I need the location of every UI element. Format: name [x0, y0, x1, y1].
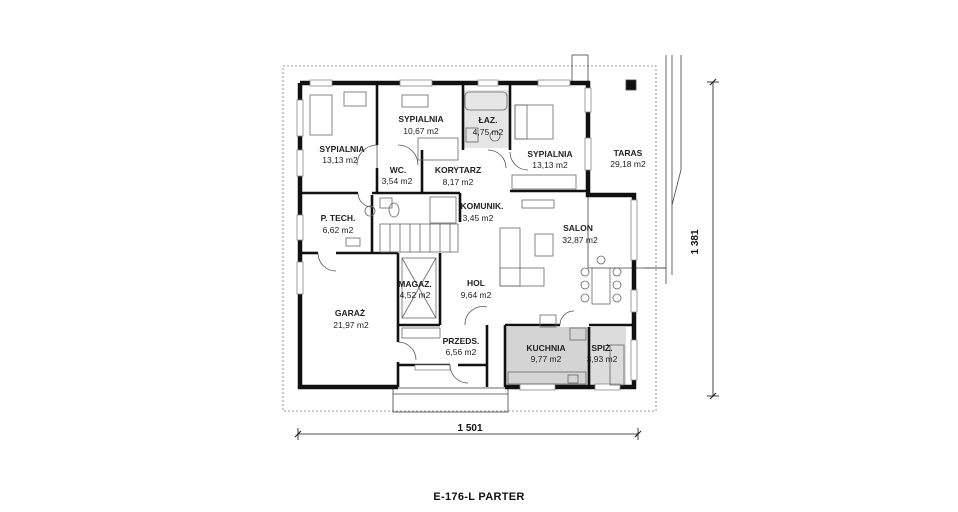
room-area-sypialnia-3: 13,13 m2 [532, 160, 568, 170]
dimension-width: 1 501 [294, 423, 642, 440]
room-name-komunikacja: KOMUNIK. [461, 201, 504, 211]
room-name-taras: TARAS [614, 148, 643, 158]
room-name-korytarz: KORYTARZ [435, 165, 481, 175]
room-name-p-tech: P. TECH. [321, 213, 356, 223]
wc-floor [378, 145, 422, 191]
room-labels: SYPIALNIA 13,13 m2 SYPIALNIA 10,67 m2 ŁA… [319, 114, 646, 364]
room-name-hol: HOL [467, 278, 485, 288]
room-name-przedsionek: PRZEDS. [443, 336, 480, 346]
plan-caption: E-176-L PARTER [433, 491, 525, 503]
dimension-depth: 1 381 [690, 78, 719, 400]
doors [317, 144, 575, 384]
room-name-sypialnia-1: SYPIALNIA [319, 144, 364, 154]
room-area-sypialnia-2: 10,67 m2 [403, 126, 439, 136]
room-area-garaz: 21,97 m2 [333, 320, 369, 330]
width-dimension-label: 1 501 [457, 423, 482, 434]
room-name-sypialnia-2: SYPIALNIA [398, 114, 443, 124]
room-name-lazienka: ŁAZ. [479, 115, 498, 125]
room-area-kuchnia: 9,77 m2 [531, 354, 562, 364]
room-area-taras: 29,18 m2 [610, 159, 646, 169]
room-area-sypialnia-1: 13,13 m2 [322, 155, 358, 165]
room-area-korytarz: 8,17 m2 [443, 177, 474, 187]
kitchen-floor [505, 327, 589, 387]
room-area-przedsionek: 6,56 m2 [446, 347, 477, 357]
room-name-salon: SALON [563, 223, 593, 233]
furniture [309, 91, 625, 386]
room-area-wc: 3,54 m2 [382, 176, 413, 186]
pantry-floor [589, 327, 626, 387]
room-name-sypialnia-3: SYPIALNIA [527, 149, 572, 159]
windows [296, 79, 638, 391]
room-area-magazyn: 4,52 m2 [400, 290, 431, 300]
room-area-hol: 9,64 m2 [461, 290, 492, 300]
room-area-spizarnia: 3,93 m2 [587, 354, 618, 364]
room-area-komunikacja: 3,45 m2 [463, 213, 494, 223]
room-area-salon: 32,87 m2 [562, 235, 598, 245]
plot-outline [282, 65, 657, 412]
floor-fills [378, 90, 626, 387]
depth-dimension-label: 1 381 [690, 229, 701, 254]
room-name-garaz: GARAŻ [335, 308, 365, 318]
room-name-spizarnia: SPIŻ. [591, 343, 612, 353]
room-area-lazienka: 4,75 m2 [473, 127, 504, 137]
room-name-magazyn: MAGAZ. [398, 279, 432, 289]
room-area-p-tech: 6,62 m2 [323, 225, 354, 235]
bathroom-floor [463, 90, 510, 148]
room-name-wc: WC. [390, 165, 407, 175]
room-name-kuchnia: KUCHNIA [526, 343, 565, 353]
entrance-canopy [392, 387, 509, 413]
